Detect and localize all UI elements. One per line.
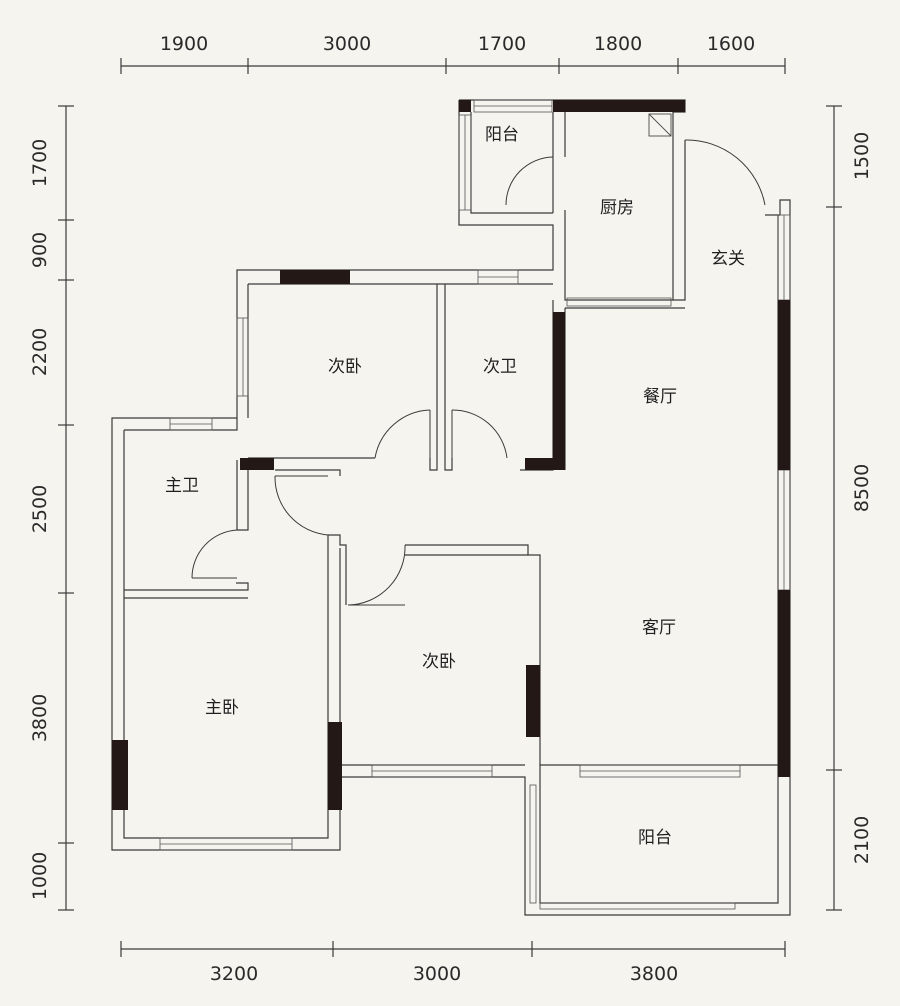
walls [111, 99, 791, 916]
doors [191, 139, 766, 606]
room-balcony-bottom: 阳台 [638, 828, 672, 848]
dim-right-3: 2100 [851, 816, 873, 864]
dim-left-6: 1000 [29, 852, 51, 900]
room-entrance: 玄关 [711, 249, 745, 269]
kitchen-flue [648, 113, 672, 137]
dim-top-5: 1600 [707, 33, 755, 55]
room-kitchen: 厨房 [600, 198, 634, 218]
dim-bottom-2: 3000 [413, 963, 461, 985]
right-dimension-line: 1500 8500 2100 [826, 105, 873, 911]
dim-left-4: 2500 [29, 485, 51, 533]
room-dining: 餐厅 [643, 387, 677, 407]
room-master-bathroom: 主卫 [165, 476, 199, 496]
left-dimension-line: 1700 900 2200 2500 3800 1000 [29, 105, 74, 911]
room-second-bedroom-south: 次卧 [422, 652, 456, 672]
top-dimension-line: 1900 3000 1700 1800 1600 [120, 33, 786, 74]
dim-left-3: 2200 [29, 328, 51, 376]
room-master-bedroom: 主卧 [205, 698, 239, 718]
room-second-bedroom-north: 次卧 [328, 357, 362, 377]
dim-left-2: 900 [29, 232, 51, 268]
dim-top-1: 1900 [160, 33, 208, 55]
room-balcony-top: 阳台 [485, 125, 519, 145]
dim-left-5: 3800 [29, 694, 51, 742]
room-living: 客厅 [642, 618, 676, 638]
dim-top-2: 3000 [323, 33, 371, 55]
bottom-dimension-line: 3200 3000 3800 [120, 941, 786, 985]
dim-top-3: 1700 [478, 33, 526, 55]
dim-top-4: 1800 [594, 33, 642, 55]
windows [159, 99, 791, 910]
room-second-bathroom: 次卫 [483, 357, 517, 377]
dim-right-2: 8500 [851, 464, 873, 512]
dim-left-1: 1700 [29, 139, 51, 187]
dim-bottom-3: 3800 [630, 963, 678, 985]
dim-bottom-1: 3200 [210, 963, 258, 985]
structural-columns [112, 100, 790, 810]
dim-right-1: 1500 [851, 132, 873, 180]
room-labels: 阳台 厨房 玄关 次卧 次卫 餐厅 主卫 客厅 次卧 主卧 阳台 [165, 125, 745, 848]
